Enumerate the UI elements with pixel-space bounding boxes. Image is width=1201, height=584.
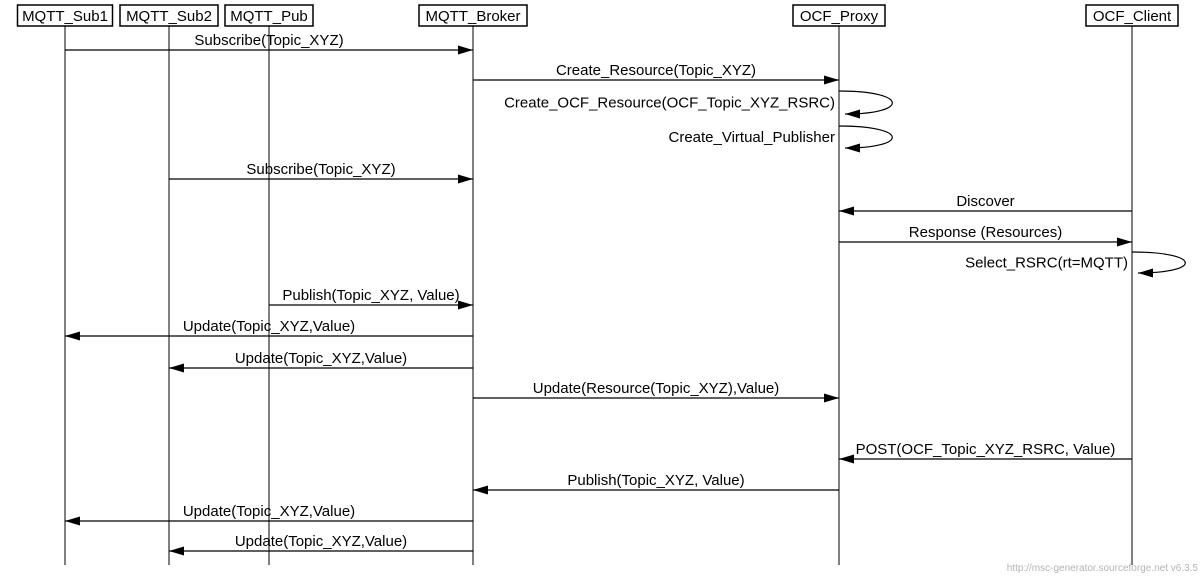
message-label-6: Response (Resources)	[909, 224, 1062, 241]
actor-box-MQTT_Sub1	[16, 4, 114, 27]
self-message-loop-3	[838, 125, 893, 153]
message-label-9: Update(Topic_XYZ,Value)	[183, 318, 355, 335]
message-label-13: Publish(Topic_XYZ, Value)	[567, 472, 744, 489]
message-label-14: Update(Topic_XYZ,Value)	[183, 503, 355, 520]
message-label-10: Update(Topic_XYZ,Value)	[235, 350, 407, 367]
actor-label-MQTT_Sub2: MQTT_Sub2	[126, 8, 212, 25]
actor-box-OCF_Client	[1085, 4, 1179, 27]
message-label-0: Subscribe(Topic_XYZ)	[194, 32, 343, 49]
message-label-5: Discover	[956, 193, 1014, 210]
self-message-loop-7	[1131, 251, 1186, 278]
actor-label-MQTT_Pub: MQTT_Pub	[230, 8, 308, 25]
actor-label-OCF_Client: OCF_Client	[1093, 8, 1172, 25]
actor-label-OCF_Proxy: OCF_Proxy	[800, 8, 879, 25]
actor-box-MQTT_Broker	[418, 4, 528, 27]
message-label-12: POST(OCF_Topic_XYZ_RSRC, Value)	[856, 441, 1116, 458]
actor-label-MQTT_Broker: MQTT_Broker	[425, 8, 520, 25]
self-message-label-2: Create_OCF_Resource(OCF_Topic_XYZ_RSRC)	[504, 95, 835, 112]
message-label-1: Create_Resource(Topic_XYZ)	[556, 62, 756, 79]
actor-box-MQTT_Sub2	[119, 4, 219, 27]
message-label-11: Update(Resource(Topic_XYZ),Value)	[533, 380, 780, 397]
message-label-15: Update(Topic_XYZ,Value)	[235, 533, 407, 550]
actor-box-OCF_Proxy	[792, 4, 886, 27]
actor-label-MQTT_Sub1: MQTT_Sub1	[22, 8, 108, 25]
self-message-label-7: Select_RSRC(rt=MQTT)	[965, 255, 1128, 272]
message-label-8: Publish(Topic_XYZ, Value)	[282, 287, 459, 304]
generator-watermark: http://msc-generator.sourceforge.net v6.…	[1006, 563, 1198, 574]
actor-box-MQTT_Pub	[224, 4, 314, 27]
message-label-4: Subscribe(Topic_XYZ)	[246, 161, 395, 178]
self-message-label-3: Create_Virtual_Publisher	[669, 129, 836, 146]
self-message-loop-2	[838, 90, 893, 119]
